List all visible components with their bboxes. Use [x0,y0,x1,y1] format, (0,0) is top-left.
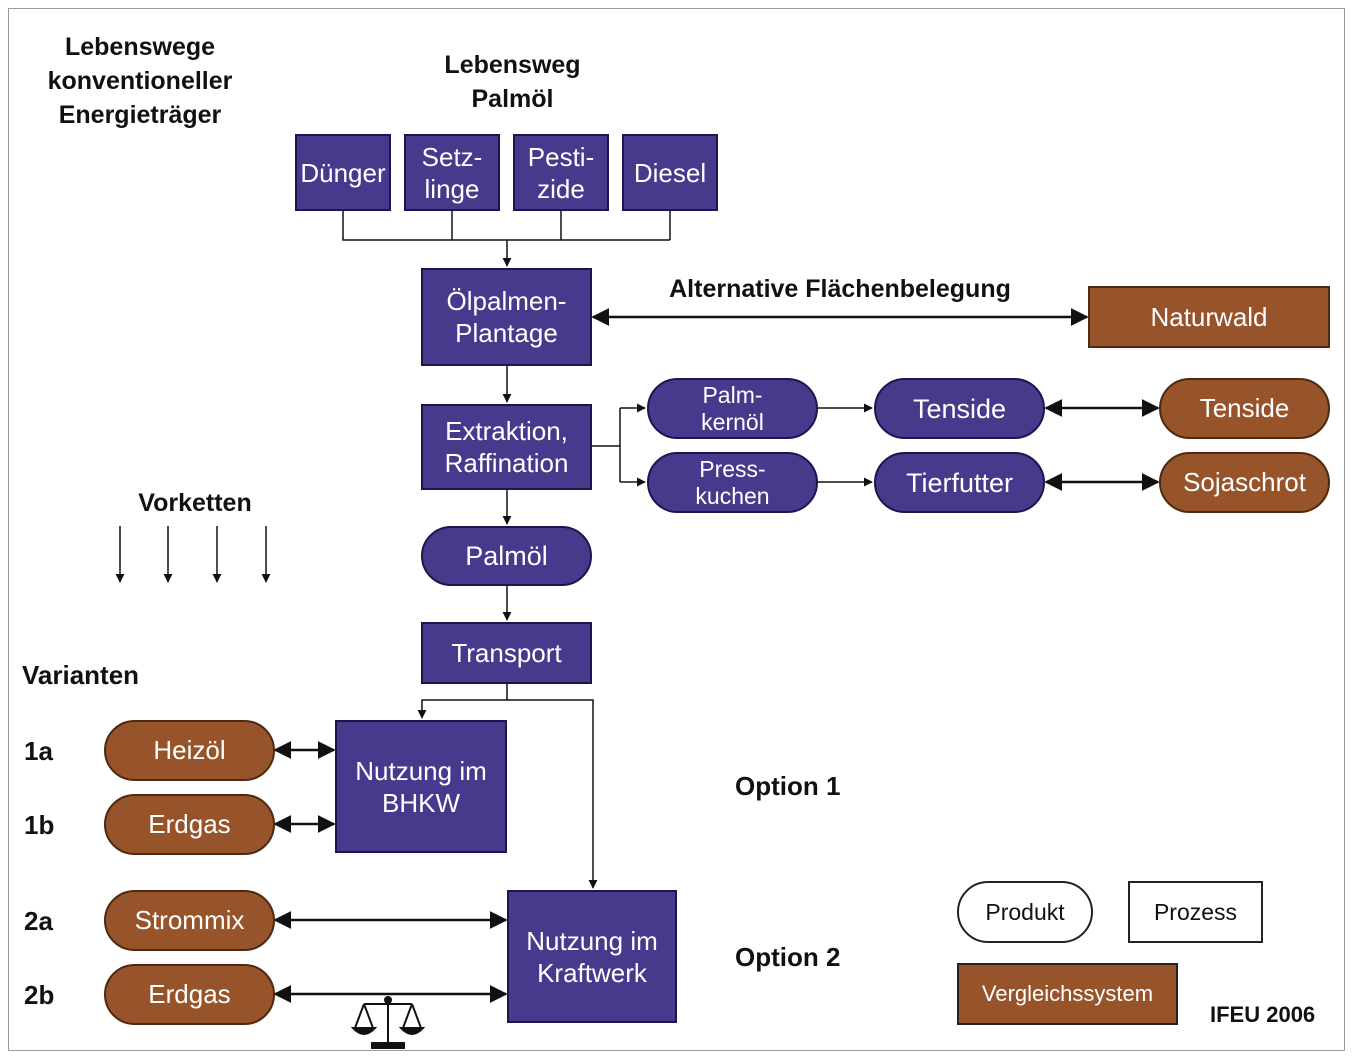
heading-conventional-energy: Lebenswege konventioneller Energieträger [47,33,233,129]
connector-extraction-split [592,408,621,482]
process-use-in-power-plant: Nutzung im Kraftwerk [507,890,677,1023]
process-extraction-refining: Extraktion, Raffination [421,404,592,490]
arrow-transport-to-bhkw [417,684,508,719]
heading-alternative-land-use: Alternative Flächenbelegung [669,275,1011,303]
process-use-in-chp: Nutzung im BHKW [335,720,507,853]
product-palm-kernel-oil: Palm- kernöl [647,378,818,439]
legend-product: Produkt [957,881,1093,943]
heading-variants: Varianten [22,660,140,690]
variant-label-1b: 1b [24,810,55,840]
input-seedlings: Setz- linge [404,134,500,211]
legend-comparison-system: Vergleichssystem [957,963,1178,1025]
label-option-2: Option 2 [735,942,841,972]
heading-upstream-chains: Vorketten [138,489,252,517]
input-fertilizer: Dünger [295,134,391,211]
variant-label-2a: 2a [24,906,53,936]
variant-label-1a: 1a [24,736,53,766]
reference-natural-gas-1b: Erdgas [104,794,275,855]
product-press-cake: Press- kuchen [647,452,818,513]
product-animal-feed: Tierfutter [874,452,1045,513]
connector-inputs [342,210,671,241]
reference-surfactants: Tenside [1159,378,1330,439]
process-transport: Transport [421,622,592,684]
reference-natural-forest: Naturwald [1088,286,1330,348]
credit-ifeu: IFEU 2006 [1210,1002,1316,1027]
variant-label-2b: 2b [24,980,55,1010]
input-pesticides: Pesti- zide [513,134,609,211]
input-diesel: Diesel [622,134,718,211]
scales-icon [350,996,426,1049]
reference-natural-gas-2b: Erdgas [104,964,275,1025]
process-oil-palm-plantation: Ölpalmen- Plantage [421,268,592,366]
reference-soy-meal: Sojaschrot [1159,452,1330,513]
heading-palm-oil-lifecycle: Lebensweg Palmöl [444,51,581,113]
diagram-frame [8,8,1345,1051]
reference-heating-oil: Heizöl [104,720,275,781]
product-palm-oil: Palmöl [421,526,592,586]
label-option-1: Option 1 [735,771,841,801]
arrow-transport-to-powerplant [507,699,598,889]
reference-power-mix: Strommix [104,890,275,951]
legend-process: Prozess [1128,881,1263,943]
product-surfactants: Tenside [874,378,1045,439]
